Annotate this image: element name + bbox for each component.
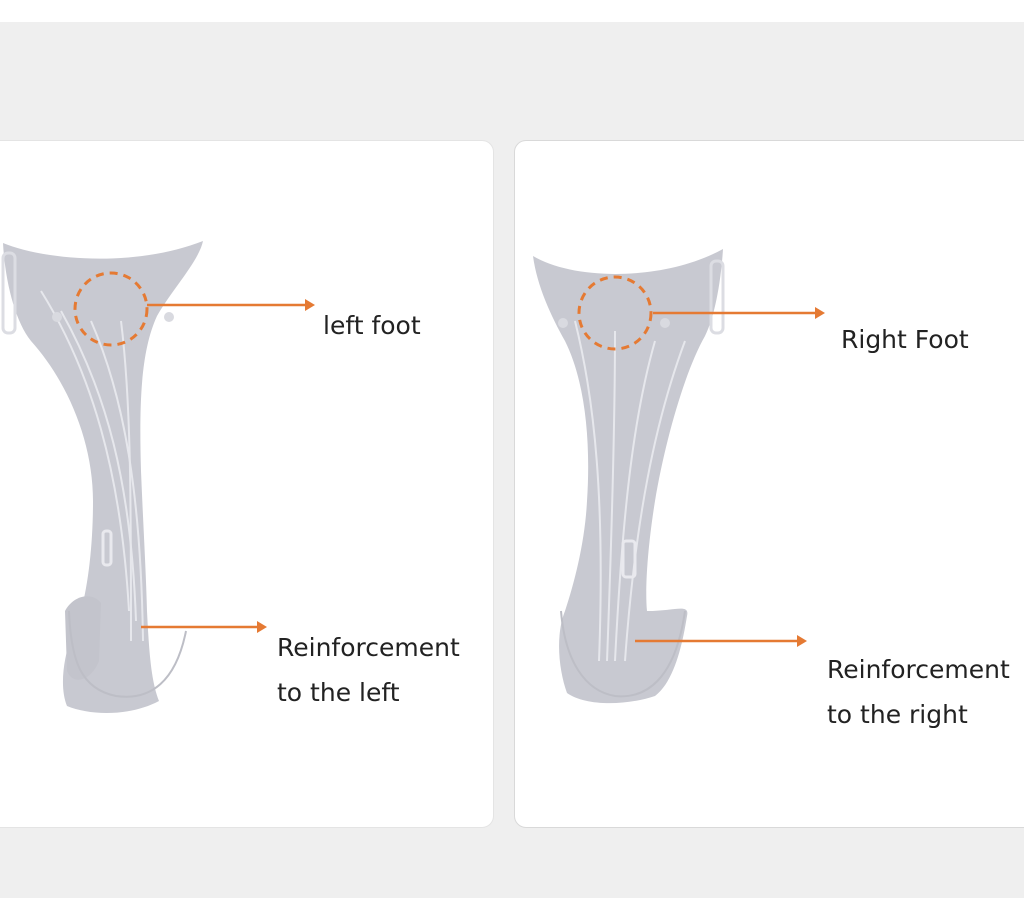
left-foot-card: left foot Reinforcement to the left — [0, 140, 494, 828]
left-reinforcement-line2: to the left — [277, 678, 400, 707]
left-brace-strap-slot — [1, 251, 17, 335]
right-brace-shell — [533, 249, 723, 704]
left-brace-heel — [65, 596, 101, 680]
right-reinforcement-line2: to the right — [827, 700, 968, 729]
right-dashed-circle-marker — [577, 275, 653, 351]
left-reinforcement-line1: Reinforcement — [277, 633, 460, 662]
right-foot-label: Right Foot — [841, 325, 969, 354]
right-brace-illustration — [533, 249, 825, 704]
right-reinforcement-label: Reinforcement to the right — [827, 647, 1010, 737]
left-reinforcement-label: Reinforcement to the left — [277, 625, 460, 715]
left-dashed-circle-marker — [73, 271, 149, 347]
right-brace-strap-slot — [709, 259, 725, 335]
right-foot-card: Right Foot Reinforcement to the right — [514, 140, 1024, 828]
right-reinforcement-line1: Reinforcement — [827, 655, 1010, 684]
top-strip — [0, 0, 1024, 22]
left-brace-shell — [3, 241, 203, 713]
left-brace-illustration — [1, 241, 315, 713]
left-foot-label: left foot — [323, 311, 421, 340]
